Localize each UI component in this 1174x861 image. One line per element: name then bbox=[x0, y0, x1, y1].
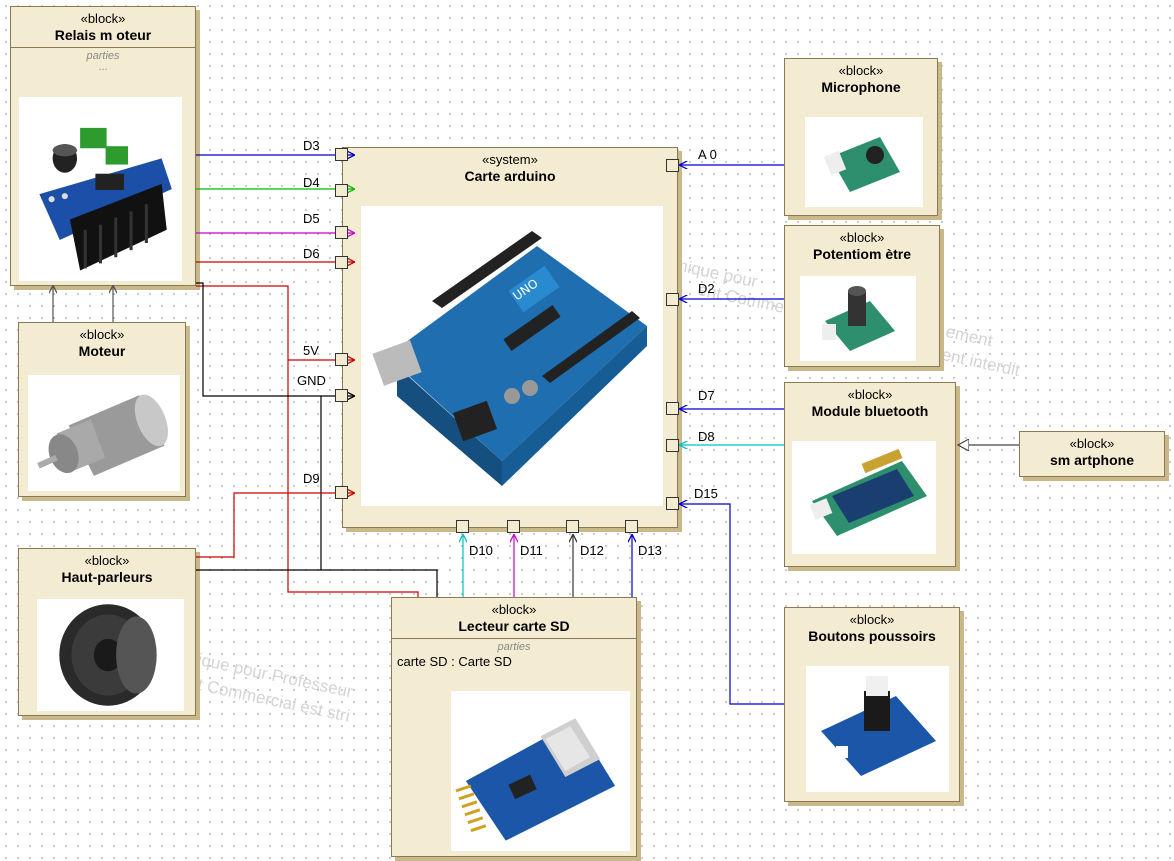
wire-d9 bbox=[196, 493, 354, 557]
wire-d15 bbox=[680, 504, 784, 704]
port-label-d15: D15 bbox=[694, 487, 718, 501]
port-label-5v: 5V bbox=[303, 344, 319, 358]
wire-5v-bus bbox=[196, 286, 418, 597]
port-d15[interactable] bbox=[666, 497, 679, 510]
port-label-d7: D7 bbox=[698, 389, 715, 403]
port-d12[interactable] bbox=[566, 520, 579, 533]
port-d5[interactable] bbox=[335, 226, 348, 239]
port-d7[interactable] bbox=[666, 402, 679, 415]
port-d10[interactable] bbox=[456, 520, 469, 533]
port-a0[interactable] bbox=[666, 159, 679, 172]
port-label-d11: D11 bbox=[520, 544, 543, 558]
port-label-d3: D3 bbox=[303, 139, 320, 153]
port-d3[interactable] bbox=[335, 148, 348, 161]
port-label-d12: D12 bbox=[580, 544, 604, 558]
port-d11[interactable] bbox=[507, 520, 520, 533]
port-d13[interactable] bbox=[625, 520, 638, 533]
port-label-d8: D8 bbox=[698, 430, 715, 444]
port-d9[interactable] bbox=[335, 486, 348, 499]
port-label-d4: D4 bbox=[303, 176, 320, 190]
port-5v[interactable] bbox=[335, 353, 348, 366]
port-label-d13: D13 bbox=[638, 544, 662, 558]
port-d2[interactable] bbox=[666, 293, 679, 306]
wire-gnd bbox=[196, 283, 354, 396]
port-label-gnd: GND bbox=[297, 374, 326, 388]
port-label-d10: D10 bbox=[469, 544, 493, 558]
wire-gnd-hp bbox=[196, 570, 437, 597]
port-d4[interactable] bbox=[335, 184, 348, 197]
port-d8[interactable] bbox=[666, 439, 679, 452]
port-d6[interactable] bbox=[335, 256, 348, 269]
port-label-a0: A 0 bbox=[698, 148, 717, 162]
port-gnd[interactable] bbox=[335, 389, 348, 402]
port-label-d2: D2 bbox=[698, 282, 715, 296]
port-label-d5: D5 bbox=[303, 212, 320, 226]
port-label-d6: D6 bbox=[303, 247, 320, 261]
port-label-d9: D9 bbox=[303, 472, 320, 486]
